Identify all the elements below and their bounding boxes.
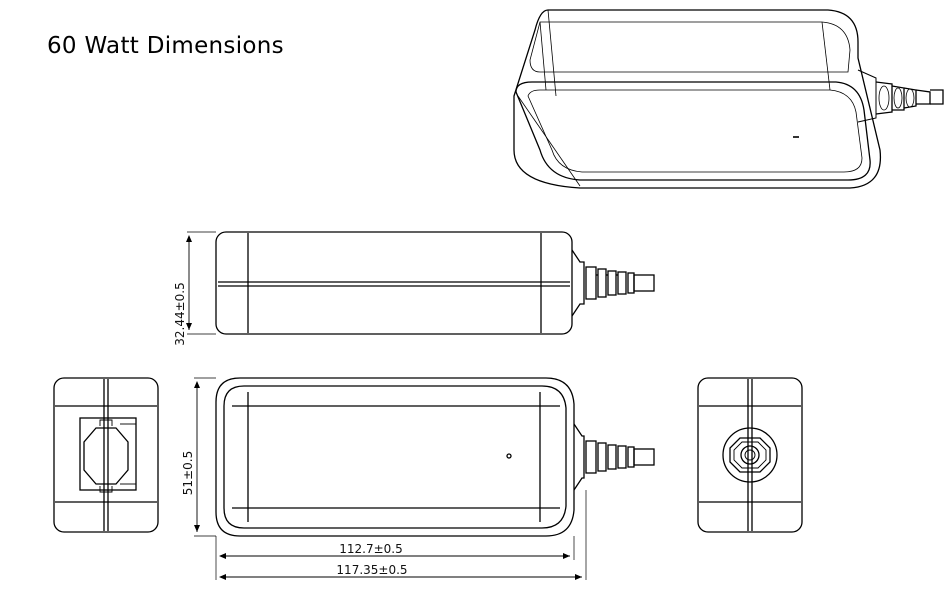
top-view [215,377,655,537]
width-dimension-label: 51±0.5 [181,451,195,495]
height-dimension-label: 32.44±0.5 [173,282,187,346]
page-title: 60 Watt Dimensions [47,33,284,59]
front-end-view [53,377,159,533]
rear-end-view [697,377,803,533]
inner-length-dimension-label: 112.7±0.5 [339,542,403,556]
outer-length-dimension-label: 117.35±0.5 [336,563,407,577]
side-view [215,231,655,335]
isometric-view [513,9,944,189]
